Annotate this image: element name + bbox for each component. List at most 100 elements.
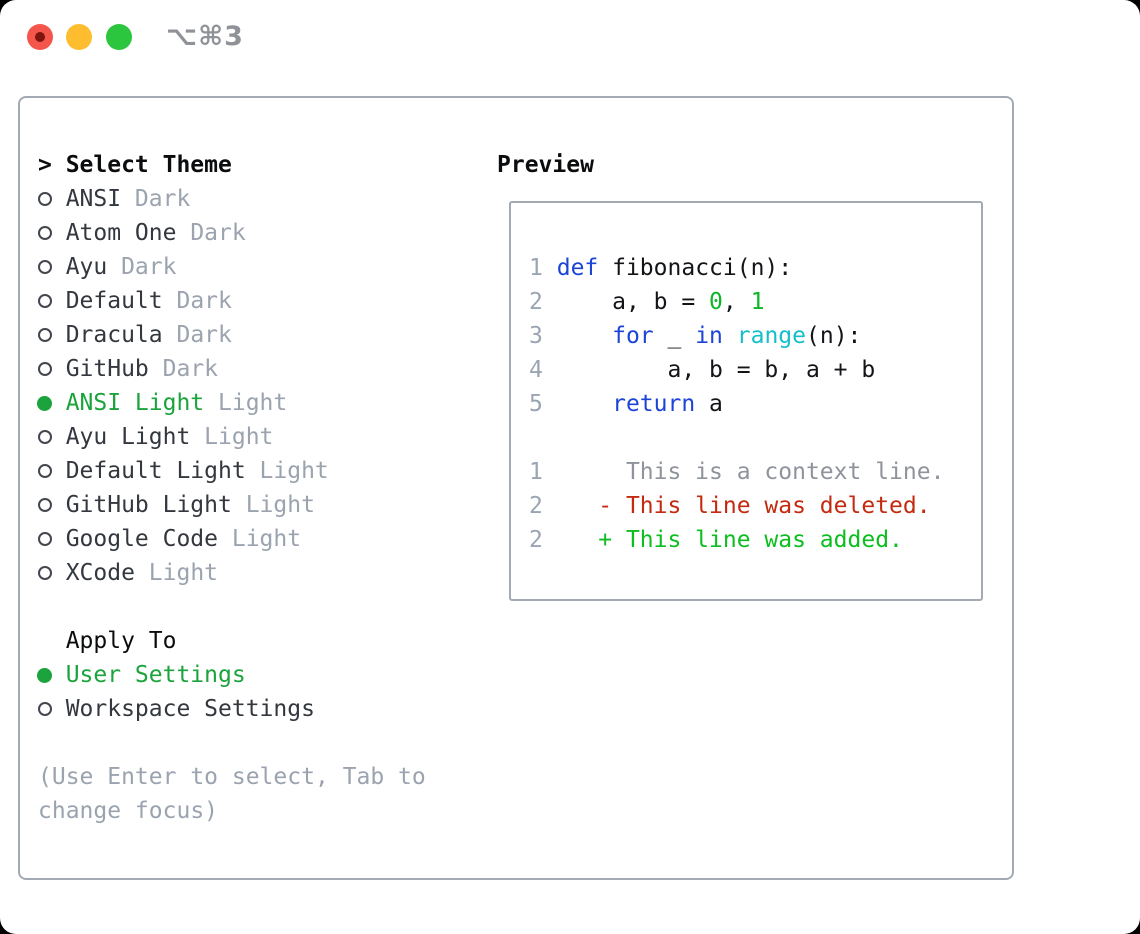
theme-variant-tag: Dark (162, 356, 219, 382)
code-token: _ (653, 323, 696, 349)
code-token: 5 (529, 391, 543, 417)
code-token: 2 (529, 289, 543, 315)
code-token: This is a context line. (542, 459, 945, 485)
selection-caret-icon: > (38, 152, 52, 178)
zoom-button[interactable] (106, 24, 132, 50)
code-token: , (722, 289, 751, 315)
theme-name: ANSI Light (65, 390, 205, 416)
code-token (723, 323, 737, 349)
code-token: range (736, 323, 807, 349)
select-theme-title: Select Theme (65, 152, 232, 178)
spacer-row (38, 726, 488, 760)
code-token: 1 (750, 289, 765, 315)
radio-icon (38, 328, 52, 342)
close-button[interactable] (27, 24, 53, 50)
code-token: 0 (709, 289, 723, 315)
code-line: 3 for _ in range(n): (529, 319, 944, 353)
theme-name: Default Light (65, 458, 246, 484)
theme-option-ansi-light[interactable]: ANSI Light Light (37, 386, 488, 420)
radio-icon (38, 192, 52, 206)
close-dot-icon (35, 32, 45, 42)
theme-variant-tag: Light (245, 492, 315, 518)
code-token: 1 (529, 459, 543, 485)
theme-variant-tag: Light (259, 458, 329, 484)
theme-variant-tag: Light (218, 390, 288, 416)
code-line: 5 return a (529, 387, 944, 421)
code-token: 3 (529, 323, 543, 349)
radio-icon (38, 226, 52, 240)
theme-name: GitHub Light (65, 492, 232, 518)
code-line: 1 This is a context line. (529, 455, 944, 489)
radio-icon (38, 362, 52, 376)
theme-name: Ayu (65, 254, 108, 280)
radio-cell (38, 260, 66, 274)
theme-name: ANSI (65, 186, 122, 212)
code-token: a, b = (542, 289, 710, 315)
apply-option-user-settings[interactable]: User Settings (37, 658, 488, 692)
theme-option-ansi[interactable]: ANSI Dark (38, 182, 488, 216)
theme-name: Dracula (65, 322, 163, 348)
hint-line-2: change focus) (38, 798, 219, 824)
radio-cell (38, 532, 66, 546)
radio-icon (38, 294, 52, 308)
theme-option-github[interactable]: GitHub Dark (38, 352, 488, 386)
code-token (543, 391, 612, 417)
theme-option-google-code[interactable]: Google Code Light (38, 522, 488, 556)
code-token: in (695, 323, 723, 349)
radio-cell (37, 667, 66, 683)
apply-to-title: Apply To (65, 628, 177, 654)
preview-pane: 1 def fibonacci(n): 2 a, b = 0, 1 3 for _ … (509, 201, 983, 601)
radio-icon (38, 702, 52, 716)
code-token (543, 255, 557, 281)
theme-variant-tag: Light (231, 526, 302, 552)
code-token: + This line was added. (542, 527, 903, 553)
code-token: for (612, 323, 654, 349)
code-line: 1 def fibonacci(n): (529, 251, 944, 285)
spacer-row (38, 590, 488, 624)
code-token: 2 (529, 493, 543, 519)
radio-cell (38, 702, 66, 716)
radio-cell (38, 192, 66, 206)
code-token: 1 (529, 255, 543, 281)
theme-option-xcode[interactable]: XCode Light (38, 556, 488, 590)
apply-option-workspace-settings[interactable]: Workspace Settings (38, 692, 488, 726)
code-line: 2 + This line was added. (529, 523, 944, 557)
theme-variant-tag: Dark (134, 186, 191, 212)
code-token: fibonacci(n): (598, 255, 793, 281)
theme-name: XCode (65, 560, 135, 586)
radio-selected-icon (37, 395, 52, 411)
code-token: a (695, 391, 723, 417)
radio-icon (38, 464, 52, 478)
code-token (543, 323, 612, 349)
code-line: 4 a, b = b, a + b (529, 353, 944, 387)
code-token: - This line was deleted. (542, 493, 931, 519)
theme-name: GitHub (65, 356, 149, 382)
code-token: (n): (806, 323, 862, 349)
radio-cell (38, 362, 66, 376)
radio-icon (38, 498, 52, 512)
theme-name: Atom One (65, 220, 177, 246)
code-token: a, b = b, a + b (542, 357, 876, 383)
radio-cell (38, 464, 66, 478)
theme-variant-tag: Dark (176, 322, 232, 348)
window-title: ⌥⌘3 (166, 21, 244, 52)
apply-option-label: Workspace Settings (65, 696, 315, 722)
code-token: 2 (529, 527, 543, 553)
apply-to-header: Apply To (38, 624, 488, 658)
theme-option-dracula[interactable]: Dracula Dark (38, 318, 488, 352)
theme-name: Google Code (65, 526, 219, 552)
minimize-button[interactable] (66, 24, 92, 50)
theme-option-github-light[interactable]: GitHub Light Light (38, 488, 488, 522)
theme-variant-tag: Light (148, 560, 219, 586)
code-token: 4 (529, 357, 543, 383)
radio-icon (38, 260, 52, 274)
apply-option-label: User Settings (65, 662, 246, 688)
theme-option-default-light[interactable]: Default Light Light (38, 454, 488, 488)
